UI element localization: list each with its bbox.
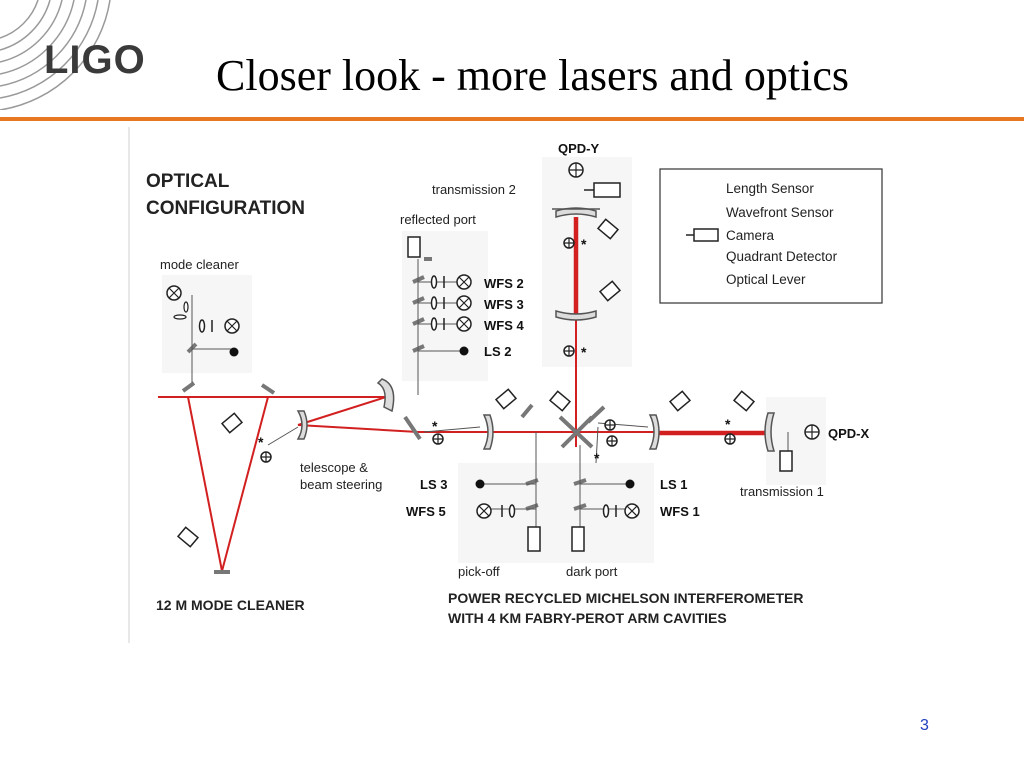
label-wfs3: WFS 3	[484, 297, 524, 312]
label-ls2: LS 2	[484, 344, 511, 359]
label-reflected-port: reflected port	[400, 212, 476, 227]
label-transmission-2: transmission 2	[432, 182, 516, 197]
legend-camera-icon	[693, 228, 719, 242]
ligo-logo: LIGO	[44, 38, 146, 82]
caption-pr-line1: POWER RECYCLED MICHELSON INTERFEROMETER	[448, 590, 803, 606]
legend-wavefront-sensor: Wavefront Sensor	[726, 205, 834, 220]
arm-cavity-beams	[573, 217, 768, 436]
label-qpd-y: QPD-Y	[558, 141, 600, 156]
diagram-labels: mode cleaner reflected port transmission…	[160, 182, 824, 579]
title-rule	[0, 117, 1024, 121]
diagram-heading-line2: CONFIGURATION	[146, 198, 305, 219]
label-dark-port: dark port	[566, 564, 618, 579]
label-pick-off: pick-off	[458, 564, 500, 579]
caption-pr-line2: WITH 4 KM FABRY-PEROT ARM CAVITIES	[448, 610, 727, 626]
label-mode-cleaner: mode cleaner	[160, 257, 239, 272]
page-number: 3	[920, 717, 929, 734]
label-ls3: LS 3	[420, 477, 447, 492]
label-telescope-line1: telescope &	[300, 460, 368, 475]
detector-labels: QPD-Y QPD-X WFS 2 WFS 3 WFS 4 LS 2 LS 3 …	[406, 141, 870, 519]
logo-arcs-icon	[0, 0, 111, 110]
camera-icons	[176, 182, 793, 552]
legend: Length Sensor Wavefront Sensor Camera Qu…	[659, 168, 883, 304]
sensor-paths	[191, 259, 789, 537]
svg-text:*: *	[581, 236, 587, 252]
legend-length-sensor: Length Sensor	[726, 181, 814, 196]
label-wfs2: WFS 2	[484, 276, 524, 291]
curved-mirrors	[296, 207, 776, 452]
legend-quadrant-detector: Quadrant Detector	[726, 249, 838, 264]
legend-camera: Camera	[726, 228, 775, 243]
caption-mode-cleaner: 12 M MODE CLEANER	[156, 597, 305, 613]
svg-text:*: *	[581, 344, 587, 360]
label-ls1: LS 1	[660, 477, 687, 492]
label-qpd-x: QPD-X	[828, 426, 870, 441]
svg-text:*: *	[594, 450, 600, 466]
legend-optical-lever: Optical Lever	[726, 272, 806, 287]
svg-text:*: *	[432, 418, 438, 434]
label-transmission-1: transmission 1	[740, 484, 824, 499]
label-wfs4: WFS 4	[484, 318, 524, 333]
svg-text:*: *	[725, 416, 731, 432]
slide-title: Closer look - more lasers and optics	[216, 51, 849, 100]
label-telescope-line2: beam steering	[300, 477, 382, 492]
label-wfs1: WFS 1	[660, 504, 700, 519]
svg-text:*: *	[258, 434, 264, 450]
diagram-captions: 12 M MODE CLEANER POWER RECYCLED MICHELS…	[156, 590, 803, 626]
diagram-heading-line1: OPTICAL	[146, 171, 230, 192]
label-wfs5: WFS 5	[406, 504, 446, 519]
optical-configuration-diagram: OPTICAL CONFIGURATION	[128, 127, 896, 643]
